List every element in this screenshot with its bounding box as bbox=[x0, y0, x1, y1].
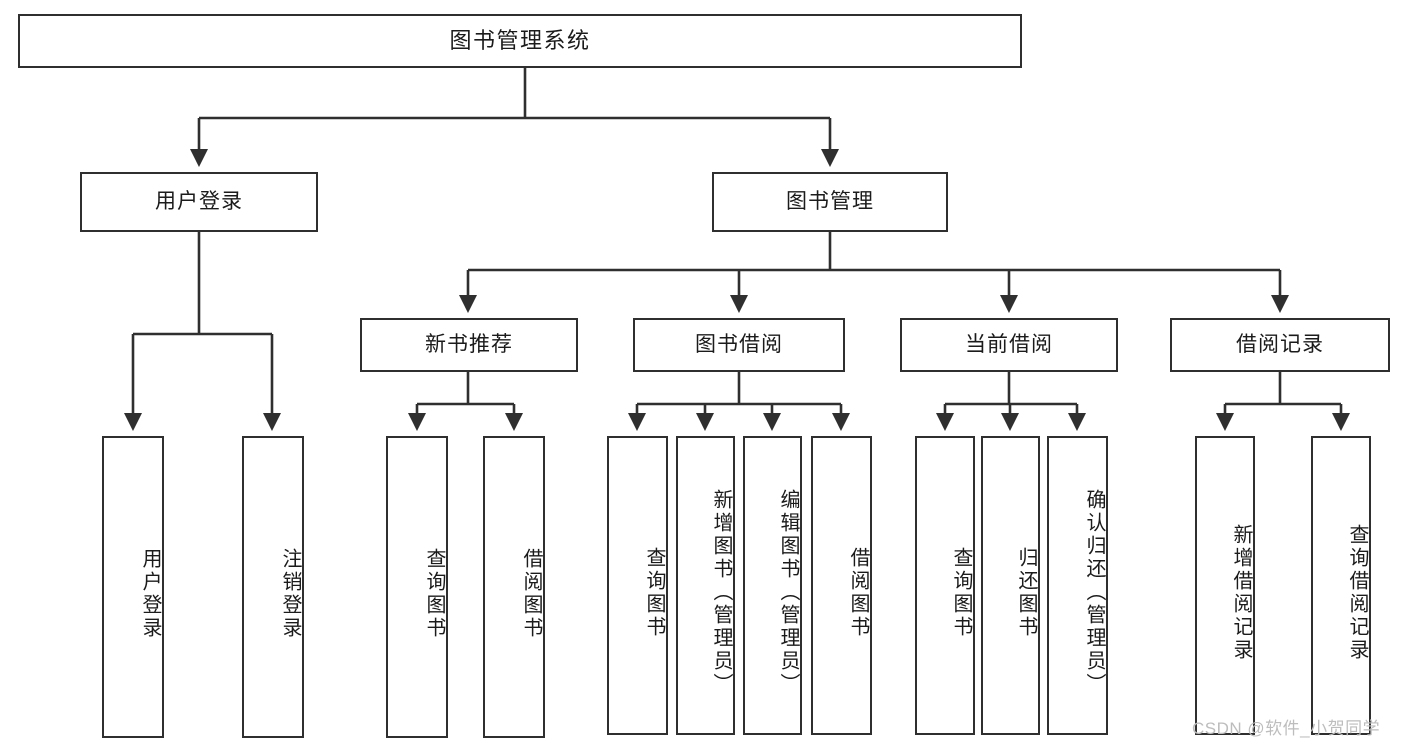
csdn-watermark: CSDN @软件_小贺同学 bbox=[1192, 719, 1381, 738]
node-book-management[interactable]: 图书管理 bbox=[712, 172, 948, 232]
node-root-book-management-system[interactable]: 图书管理系统 bbox=[18, 14, 1022, 68]
leaf-query-borrow-record[interactable]: 查询借阅记录 bbox=[1311, 436, 1371, 735]
leaf-add-borrow-record[interactable]: 新增借阅记录 bbox=[1195, 436, 1255, 735]
leaf-borrow-book-borrowing[interactable]: 借阅图书 bbox=[811, 436, 872, 735]
node-label: 查询借阅记录 bbox=[1346, 523, 1368, 662]
node-label: 借阅图书 bbox=[847, 546, 869, 639]
node-label: 新书推荐 bbox=[425, 332, 513, 356]
leaf-confirm-return-admin[interactable]: 确认归还（管理员） bbox=[1047, 436, 1108, 735]
node-label: 查询图书 bbox=[950, 546, 972, 639]
leaf-query-book-current[interactable]: 查询图书 bbox=[915, 436, 975, 735]
node-label: 图书借阅 bbox=[695, 332, 783, 356]
node-label: 借阅图书 bbox=[520, 548, 542, 640]
node-label: 查询图书 bbox=[643, 546, 665, 639]
leaf-borrow-book-new-rec[interactable]: 借阅图书 bbox=[483, 436, 545, 738]
node-current-borrowing[interactable]: 当前借阅 bbox=[900, 318, 1118, 372]
node-label: 用户登录 bbox=[155, 189, 243, 213]
leaf-logout[interactable]: 注销登录 bbox=[242, 436, 304, 738]
node-borrowing-record[interactable]: 借阅记录 bbox=[1170, 318, 1390, 372]
node-label: 查询图书 bbox=[423, 548, 445, 640]
node-label: 图书管理 bbox=[786, 189, 874, 213]
node-label: 图书管理系统 bbox=[449, 27, 591, 53]
leaf-user-login[interactable]: 用户登录 bbox=[102, 436, 164, 738]
node-label: 当前借阅 bbox=[965, 332, 1053, 356]
node-label: 编辑图书（管理员） bbox=[777, 489, 799, 696]
node-label: 新增借阅记录 bbox=[1230, 523, 1252, 662]
leaf-query-book-new-rec[interactable]: 查询图书 bbox=[386, 436, 448, 738]
node-label: 新增图书（管理员） bbox=[710, 489, 732, 696]
node-book-borrowing[interactable]: 图书借阅 bbox=[633, 318, 845, 372]
node-label: 用户登录 bbox=[139, 548, 161, 640]
leaf-add-book-admin[interactable]: 新增图书（管理员） bbox=[676, 436, 735, 735]
node-new-book-recommendation[interactable]: 新书推荐 bbox=[360, 318, 578, 372]
leaf-query-book-borrowing[interactable]: 查询图书 bbox=[607, 436, 668, 735]
leaf-edit-book-admin[interactable]: 编辑图书（管理员） bbox=[743, 436, 802, 735]
node-label: 注销登录 bbox=[279, 548, 301, 640]
leaf-return-book[interactable]: 归还图书 bbox=[981, 436, 1040, 735]
node-label: 借阅记录 bbox=[1236, 332, 1324, 356]
node-label: 归还图书 bbox=[1015, 546, 1037, 639]
node-user-login[interactable]: 用户登录 bbox=[80, 172, 318, 232]
node-label: 确认归还（管理员） bbox=[1083, 489, 1105, 696]
